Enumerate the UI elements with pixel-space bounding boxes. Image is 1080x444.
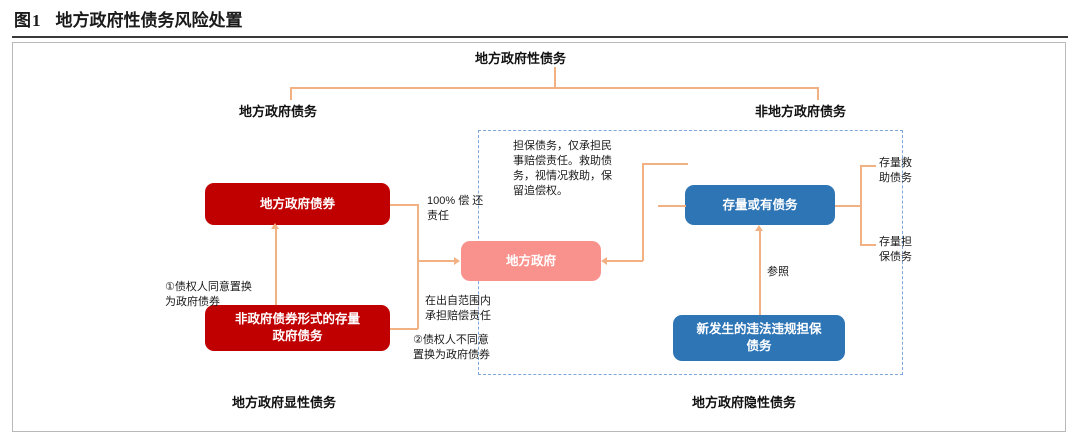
connector-contingent-right [835, 205, 861, 207]
box-local-gov-bond[interactable]: 地方政府债券 [205, 183, 390, 225]
connector-replacement-vertical [275, 225, 277, 305]
connector-gov-right [607, 260, 643, 262]
annotation-full-repayment: 100% 偿 还 责任 [427, 195, 484, 222]
annotation-compensate-in-scope: 在出自范围内 承担赔偿责任 [425, 295, 491, 322]
box-new-illegal-guarantee-debt[interactable]: 新发生的违法违规担保 债务 [673, 315, 845, 361]
connector-bond-right [390, 204, 418, 206]
annotation-creditor-disagree: ②债权人不同意 置换为政府债券 [413, 334, 490, 361]
annotation-creditor-agree: ①债权人同意置换 为政府债券 [165, 281, 252, 308]
connector-stockdebt-up [417, 260, 419, 329]
arrowhead-into-gov-right [601, 257, 607, 265]
connector-right-branch-down [817, 87, 819, 100]
connector-leaf-top [860, 165, 876, 167]
connector-bond-to-gov [417, 260, 455, 262]
arrowhead-replacement-up [271, 223, 279, 229]
box-local-government[interactable]: 地方政府 [461, 241, 601, 281]
page-title: 地方政府性债务风险处置 [55, 11, 243, 30]
connector-contingent-left [658, 205, 686, 207]
branch-right-label: 非地方政府债务 [755, 104, 847, 119]
box-stock-contingent-debt[interactable]: 存量或有债务 [685, 185, 835, 225]
title-divider [12, 36, 1068, 38]
connector-leaf-bar [860, 165, 862, 245]
connector-right-up [642, 163, 644, 261]
footer-label-hidden-debt: 地方政府隐性债务 [692, 395, 797, 410]
connector-stockdebt-right [390, 328, 418, 330]
connector-left-branch-down [290, 87, 292, 100]
box-non-bond-stock-debt[interactable]: 非政府债券形式的存量 政府债务 [205, 305, 390, 351]
figure-caption: 图1 地方政府性债务风险处置 [14, 6, 243, 31]
connector-right-top [642, 163, 688, 165]
connector-bond-down [417, 204, 419, 261]
connector-root-down [554, 67, 556, 87]
root-node-label: 地方政府性债务 [475, 51, 567, 66]
figure-number: 图1 [14, 11, 42, 30]
annotation-refer-to: 参照 [767, 266, 789, 278]
leaf-stock-guarantee-debt: 存量担 保债务 [879, 236, 912, 263]
annotation-guarantee-note: 担保债务，仅承担民 事赔偿责任。救助债 务，视情况救助，保 留追偿权。 [513, 140, 612, 197]
arrowhead-into-gov-left [454, 257, 460, 265]
branch-left-label: 地方政府债务 [239, 104, 318, 119]
footer-label-explicit-debt: 地方政府显性债务 [232, 395, 337, 410]
diagram-frame: 地方政府性债务 地方政府债务 非地方政府债务 地方政府债券 非政府债券形式的存量… [12, 42, 1066, 432]
connector-leaf-bottom [860, 244, 876, 246]
connector-branch-bar [290, 87, 818, 89]
connector-refer-vertical [759, 229, 761, 315]
arrowhead-refer-up [755, 225, 763, 231]
leaf-stock-rescue-debt: 存量救 助债务 [879, 157, 912, 184]
